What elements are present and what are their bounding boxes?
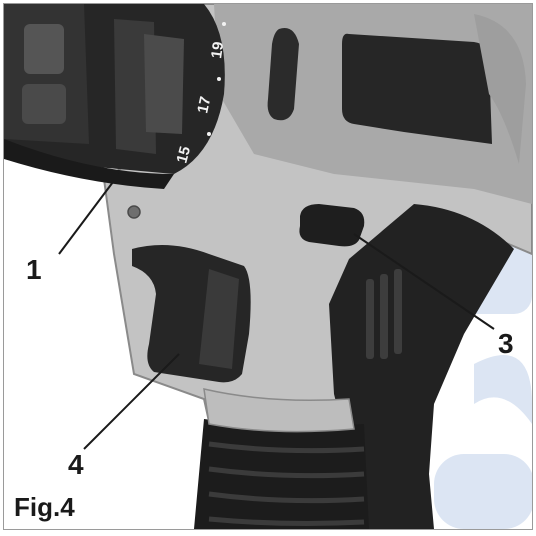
dial-number-19: 19 [208, 41, 227, 60]
dial-number-17: 17 [194, 95, 214, 115]
chuck [4, 4, 225, 189]
handle-collar [203, 388, 355, 433]
forward-reverse-switch [299, 204, 365, 247]
grip-vents [366, 269, 402, 359]
leader-lines [58, 173, 495, 450]
vent-window [342, 33, 492, 144]
leader-line-3 [353, 233, 495, 330]
front-slot [267, 28, 299, 121]
leader-line-4 [83, 353, 180, 450]
torque-dial: 15 17 19 [173, 22, 227, 165]
drill-illustration: 15 17 19 [4, 4, 532, 529]
handle-ribs [208, 441, 365, 526]
callout-1: 1 [26, 254, 42, 285]
dial-number-15: 15 [173, 145, 194, 166]
callout-4: 4 [68, 449, 84, 480]
figure-label: Fig.4 [14, 492, 75, 522]
housing-rib [474, 14, 526, 164]
figure-frame: 15 17 19 [3, 3, 533, 530]
leader-line-1 [58, 173, 120, 255]
screw [127, 205, 141, 219]
rubber-grip [329, 204, 514, 529]
callout-3: 3 [498, 328, 514, 359]
